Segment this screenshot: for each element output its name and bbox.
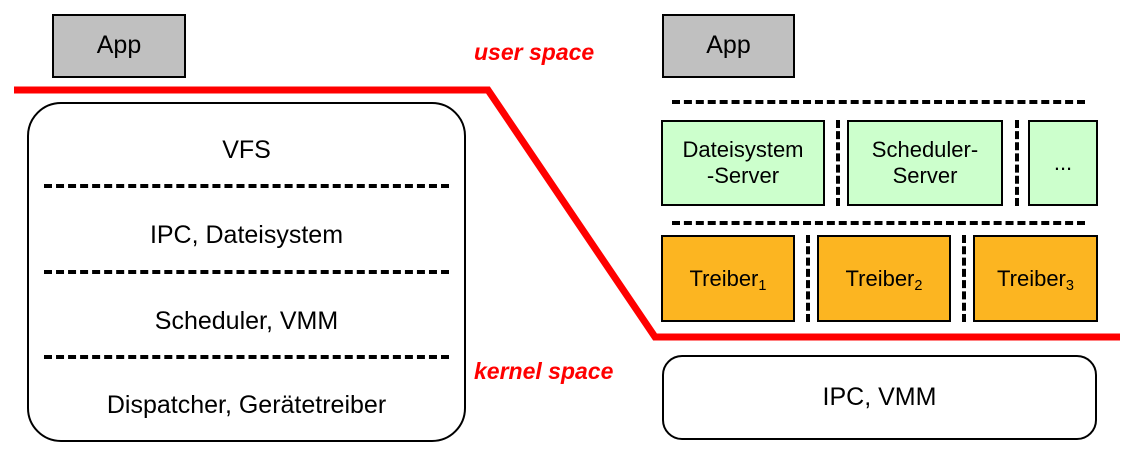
kernel-space-label: kernel space [474, 358, 614, 384]
driver-index-3: 3 [1065, 278, 1074, 295]
driver-label-3: Treiber3 [997, 265, 1074, 295]
right-server-zone-bottom-divider [672, 221, 1085, 225]
server-box-ellipsis: ... [1028, 120, 1098, 206]
driver-label-2: Treiber2 [845, 265, 923, 295]
server-box-scheduler-server: Scheduler- Server [847, 120, 1003, 206]
left-layer-scheduler-vmm: Scheduler, VMM [154, 307, 339, 335]
right-app-box: App [662, 14, 795, 78]
server-box-dateisystem-server: Dateisystem -Server [661, 120, 825, 206]
driver-box-treiber-1: Treiber1 [661, 235, 795, 322]
driver-box-treiber-3: Treiber3 [973, 235, 1098, 322]
right-server-zone-top-divider [672, 100, 1085, 104]
left-layer-ipc-dateisystem: IPC, Dateisystem [149, 221, 344, 249]
left-app-box: App [52, 14, 186, 78]
server-divider-1 [836, 120, 840, 206]
server-divider-2 [1015, 120, 1019, 206]
left-layer-dispatcher-geraetetreiber: Dispatcher, Gerätetreiber [106, 391, 387, 419]
user-space-label: user space [474, 39, 595, 65]
driver-index-2: 2 [914, 278, 923, 295]
left-layer-divider-3 [44, 355, 449, 359]
left-layer-vfs: VFS [222, 136, 271, 164]
driver-divider-2 [962, 235, 966, 322]
driver-divider-1 [806, 235, 810, 322]
left-layer-divider-2 [44, 270, 449, 274]
driver-label-1: Treiber1 [689, 265, 767, 295]
driver-box-treiber-2: Treiber2 [817, 235, 951, 322]
left-layer-divider-1 [44, 184, 449, 188]
microkernel-box: IPC, VMM [662, 355, 1097, 440]
driver-index-1: 1 [758, 278, 767, 295]
